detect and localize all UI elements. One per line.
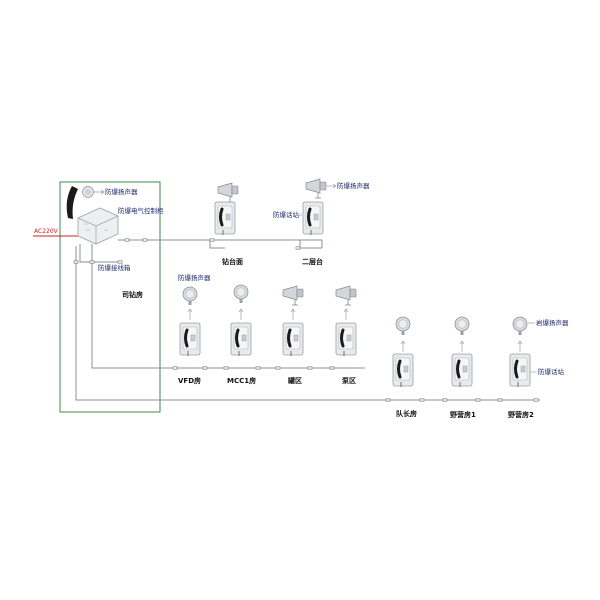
tank-area-label: 罐区 [287, 376, 302, 385]
driller-room-label: 司钻房 [122, 290, 143, 299]
drill-floor-label: 钻台面 [222, 257, 243, 266]
phone-station-icon [301, 200, 325, 237]
camp1-label: 野营房1 [450, 410, 476, 419]
mid-speaker-label: 防爆扬声器 [178, 273, 211, 282]
junction-box-label: 防爆接线箱 [98, 263, 131, 272]
horn-speaker-icon [217, 182, 239, 203]
horn-speaker-icon [335, 285, 357, 306]
horn-speaker-icon [282, 285, 304, 306]
dome-speaker-icon [182, 286, 198, 306]
camp2-label: 野营房2 [508, 410, 534, 419]
driller-room-frame [59, 181, 161, 413]
wire-mid-trunk [91, 244, 365, 369]
dome-speaker-icon [233, 284, 249, 304]
wire [79, 244, 118, 263]
phone-station-icon [281, 321, 305, 358]
dome-speaker-icon [395, 316, 411, 336]
dome-speaker-icon [454, 316, 470, 336]
phone-station-icon [178, 321, 202, 358]
second-floor-label: 二层台 [302, 257, 323, 266]
pump-area-label: 泵区 [341, 376, 356, 385]
control-speaker-icon [82, 186, 94, 198]
top-speaker-label: 防爆扬声器 [337, 181, 370, 190]
phone-station-icon [229, 321, 253, 358]
wire-bottom-trunk [75, 246, 392, 401]
phone-station-icon [213, 200, 237, 237]
ac-input-label: AC220V [34, 228, 59, 235]
phone-station-icon [391, 352, 415, 389]
mcc-room-label: MCC1房 [227, 376, 256, 385]
right-station-label: 防爆话站 [538, 367, 565, 376]
horn-speaker-icon [305, 178, 327, 199]
captain-room-label: 队长房 [396, 409, 417, 418]
phone-station-icon [508, 352, 532, 389]
top-station-label: 防爆话站 [273, 210, 300, 219]
control-speaker-label: 防爆扬声器 [105, 187, 138, 196]
control-cabinet-icon [77, 207, 119, 245]
control-cabinet-label: 防爆电气控制柜 [118, 206, 164, 215]
phone-station-icon [334, 321, 358, 358]
wire-top-trunk [118, 239, 323, 248]
dome-speaker-icon [512, 316, 528, 336]
wire [232, 239, 322, 249]
wire [209, 240, 225, 249]
vfd-room-label: VFD房 [178, 376, 201, 385]
phone-station-icon [450, 352, 474, 389]
right-speaker-label: 岩爆扬声器 [536, 318, 569, 327]
telephone-handset-icon [66, 186, 78, 219]
